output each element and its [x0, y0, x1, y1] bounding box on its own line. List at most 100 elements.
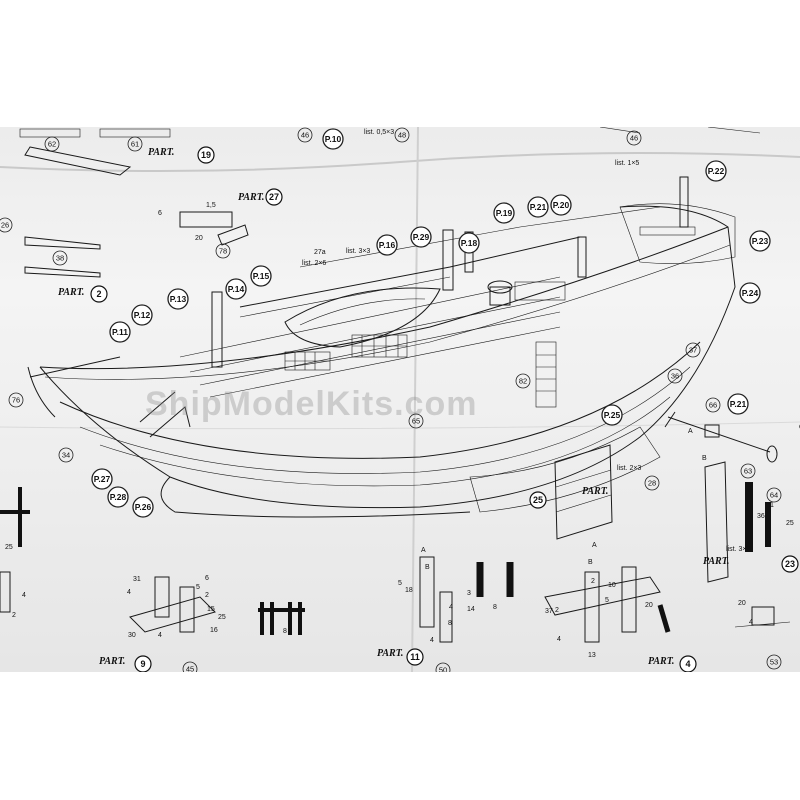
callout-p27: P.27	[91, 468, 113, 490]
callout-p23: P.23	[749, 230, 771, 252]
part-number: 63	[740, 463, 756, 479]
list-label: list. 3×3	[726, 546, 750, 553]
list-label: list. 3×3	[346, 248, 370, 255]
dimension-label: 2	[591, 578, 595, 585]
part-number: 46	[626, 130, 642, 146]
svg-text:P.19: P.19	[496, 208, 513, 218]
part-9-drawing	[129, 576, 305, 635]
dimension-label: 20	[738, 600, 746, 607]
callout-p10: P.10	[322, 128, 344, 150]
dimension-label: 4	[22, 592, 26, 599]
callout-p19: P.19	[493, 202, 515, 224]
svg-text:78: 78	[219, 247, 227, 256]
letter-label: B	[425, 564, 430, 571]
part-label: PART.2	[58, 285, 108, 303]
part-number: 45	[182, 661, 198, 673]
ship-hull	[27, 176, 736, 518]
part-number: 65	[408, 413, 424, 429]
letter-label: B	[588, 559, 593, 566]
dimension-label: 5	[605, 597, 609, 604]
part-label-group: PART.19PART.27PART.2PART.25PART.23PART.9…	[58, 146, 799, 672]
svg-text:P.23: P.23	[752, 236, 769, 246]
svg-text:P.24: P.24	[742, 288, 759, 298]
part-label: PART. 4	[648, 655, 697, 672]
svg-text:PART.: PART.	[377, 648, 403, 659]
letter-label: B	[702, 455, 707, 462]
dimension-label: 3	[467, 590, 471, 597]
dimension-label: 25	[5, 544, 13, 551]
dimension-label: 4	[749, 619, 753, 626]
dimension-label: 8	[493, 604, 497, 611]
dimension-label: 4	[430, 637, 434, 644]
svg-text:P.21: P.21	[530, 202, 547, 212]
dimension-label: 16	[210, 627, 218, 634]
svg-text:48: 48	[398, 131, 406, 140]
dimension-label: 30	[128, 632, 136, 639]
dimension-label: 37	[545, 608, 553, 615]
svg-text:36: 36	[671, 372, 679, 381]
part-number: 64	[766, 487, 782, 503]
svg-text:P.28: P.28	[110, 492, 127, 502]
dimension-label: 20	[195, 235, 203, 242]
part-number: 78	[215, 243, 231, 259]
svg-text:82: 82	[519, 377, 527, 386]
svg-text:45: 45	[186, 665, 194, 673]
part-53-drawing	[734, 606, 791, 628]
svg-text:4: 4	[685, 659, 690, 669]
part-number: 37	[685, 342, 701, 358]
svg-text:46: 46	[630, 134, 638, 143]
dimension-label: 4	[158, 632, 162, 639]
ship-plan-diagram: ShipModelKits.com P.10P.11P.12P.13P.14P.…	[0, 127, 800, 672]
dimension-label: 1,5	[206, 202, 216, 209]
svg-text:PART.: PART.	[648, 656, 674, 667]
svg-text:25: 25	[533, 495, 543, 505]
letter-label: 27a	[314, 249, 326, 256]
svg-text:64: 64	[770, 491, 778, 500]
callout-p24: P.24	[739, 282, 761, 304]
parts-63-64-drawing	[704, 461, 771, 583]
svg-text:P.27: P.27	[94, 474, 111, 484]
fold-crease	[411, 127, 419, 672]
dimension-label: 14	[467, 606, 475, 613]
svg-text:61: 61	[131, 140, 139, 149]
part-number: 50	[435, 662, 451, 672]
dimension-label: 6	[158, 210, 162, 217]
part-4-drawing	[544, 566, 671, 643]
svg-text:34: 34	[62, 451, 70, 460]
letter-label: A	[421, 547, 426, 554]
svg-text:P.15: P.15	[253, 271, 270, 281]
part-25-drawing	[554, 444, 613, 540]
svg-text:27: 27	[269, 192, 279, 202]
letter-label: A	[688, 428, 693, 435]
svg-text:26: 26	[1, 221, 9, 230]
dimension-label: 10	[608, 582, 616, 589]
svg-text:P.18: P.18	[461, 238, 478, 248]
part-number: 26	[0, 217, 13, 233]
part-2-drawing	[24, 236, 101, 278]
callout-p26: P.26	[132, 496, 154, 518]
fold-crease	[0, 152, 800, 172]
dimension-label: 4	[557, 636, 561, 643]
callout-p25: P.25	[601, 404, 623, 426]
svg-text:PART.: PART.	[148, 147, 174, 158]
fold-crease	[0, 421, 800, 430]
part-number: 28	[644, 475, 660, 491]
part-number: 46	[297, 127, 313, 143]
callout-p15: P.15	[250, 265, 272, 287]
svg-text:P.13: P.13	[170, 294, 187, 304]
dimension-label: 8	[448, 620, 452, 627]
callout-p18: P.18	[458, 232, 480, 254]
callout-p11: P.11	[109, 321, 131, 343]
dimension-label: 25	[786, 520, 794, 527]
watermark-text: ShipModelKits.com	[145, 385, 477, 423]
part-label: PART. 25	[529, 486, 608, 509]
svg-text:11: 11	[410, 652, 420, 662]
svg-text:PART.: PART.	[582, 486, 608, 497]
svg-text:28: 28	[648, 479, 656, 488]
svg-text:38: 38	[56, 254, 64, 263]
svg-text:P.21: P.21	[730, 399, 747, 409]
part-number: 61	[127, 136, 143, 152]
